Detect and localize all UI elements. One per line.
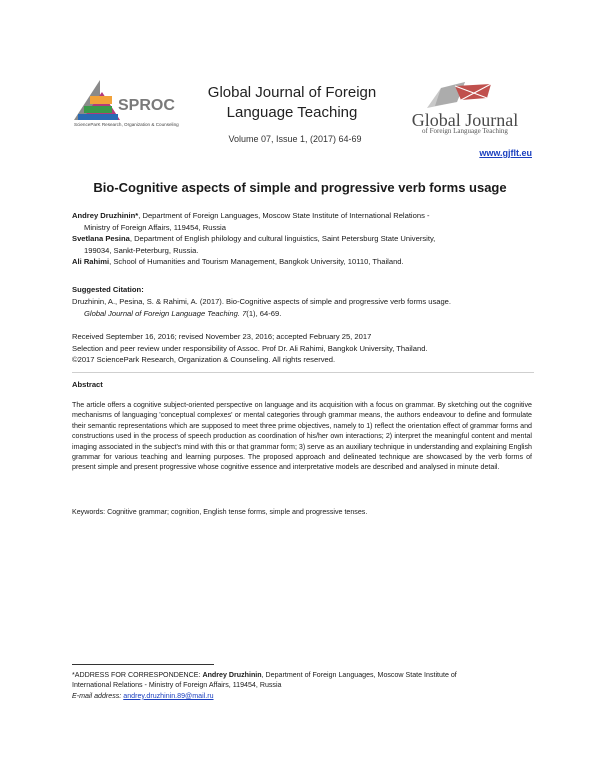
- author-entry: Svetlana Pesina, Department of English p…: [72, 234, 436, 255]
- paper-title: Bio-Cognitive aspects of simple and prog…: [93, 180, 507, 195]
- correspondence-footnote: *ADDRESS FOR CORRESPONDENCE: Andrey Druz…: [72, 671, 457, 700]
- footnote-divider: [72, 664, 214, 665]
- global-journal-logo: [395, 78, 535, 138]
- author-entry: Ali Rahimi, School of Humanities and Tou…: [72, 257, 404, 266]
- journal-title: Global Journal of Foreign Language Teach…: [207, 84, 377, 121]
- volume-info: Volume 07, Issue 1, (2017) 64-69: [228, 134, 362, 144]
- global-journal-logo-subtitle: of Foreign Language Teaching: [422, 127, 508, 135]
- abstract-heading: Abstract: [72, 380, 103, 389]
- keywords: Keywords: Cognitive grammar; cognition, …: [72, 508, 368, 516]
- sproc-logo: SPROC ScienceParK Research, Organization…: [72, 70, 180, 128]
- divider: [72, 372, 534, 373]
- suggested-citation: Druzhinin, A., Pesina, S. & Rahimi, A. (…: [72, 297, 452, 318]
- author-name: Ali Rahimi: [72, 257, 110, 266]
- global-journal-logo-title: Global Journal: [411, 110, 519, 130]
- svg-text:ScienceParK Research, Organiza: ScienceParK Research, Organization & Cou…: [74, 122, 179, 127]
- author-entry: Andrey Druzhinin*, Department of Foreign…: [72, 211, 430, 232]
- author-name: Andrey Druzhinin*: [72, 211, 139, 220]
- author-list: Andrey Druzhinin*, Department of Foreign…: [72, 210, 532, 268]
- author-name: Svetlana Pesina: [72, 234, 130, 243]
- abstract-text: The article offers a cognitive subject-o…: [72, 401, 532, 472]
- email-link[interactable]: andrey.druzhinin.89@mail.ru: [123, 691, 214, 700]
- journal-url-link[interactable]: www.gjflt.eu: [479, 148, 532, 158]
- citation-heading: Suggested Citation:: [72, 285, 144, 294]
- svg-text:SPROC: SPROC: [118, 97, 175, 114]
- publication-dates: Received September 16, 2016; revised Nov…: [72, 332, 428, 364]
